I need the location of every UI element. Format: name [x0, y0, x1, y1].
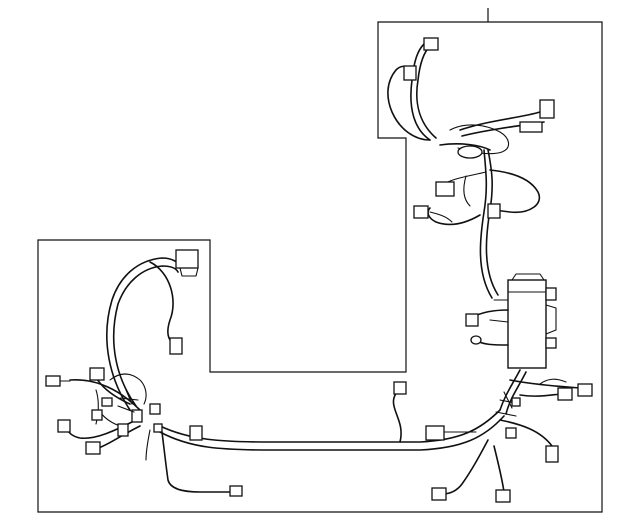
harness-frame — [37, 21, 603, 513]
upper-branch — [387, 37, 555, 159]
main-trunk — [159, 149, 527, 451]
fuse-box — [465, 273, 557, 369]
lower-right-cluster — [425, 378, 593, 503]
center-branch — [189, 381, 407, 443]
middle-branch — [413, 169, 541, 226]
left-cluster — [45, 249, 243, 497]
